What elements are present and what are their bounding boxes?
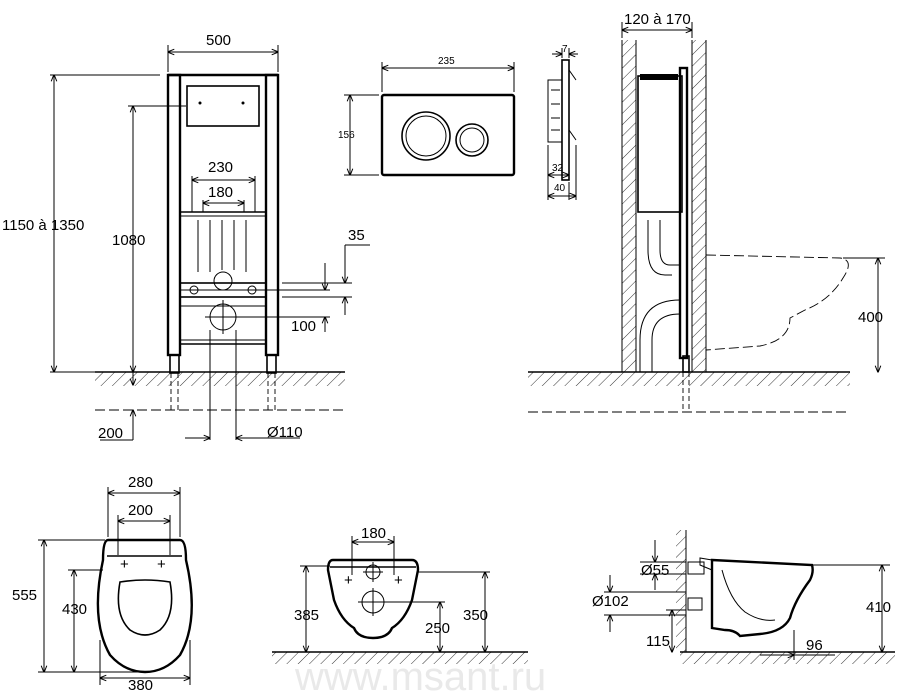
dim-250: 250	[425, 620, 450, 637]
dim-156: 156	[338, 130, 355, 141]
dim-35: 35	[348, 227, 365, 244]
dim-400: 400	[858, 309, 883, 326]
bowl-side-view: Ø55 Ø102 115 96 410	[592, 530, 895, 664]
flush-plate-view: 235 156	[338, 56, 516, 177]
dim-1150-1350: 1150 à 1350	[2, 217, 84, 234]
dim-180-back: 180	[361, 525, 386, 542]
svg-text:+: +	[394, 572, 403, 589]
dim-385: 385	[294, 607, 319, 624]
dim-96: 96	[806, 637, 823, 654]
dim-40: 40	[554, 183, 566, 194]
svg-text:+: +	[344, 572, 353, 589]
dim-380: 380	[128, 677, 153, 694]
dim-280: 280	[128, 474, 153, 491]
dim-430: 430	[62, 601, 87, 618]
dim-410: 410	[866, 599, 891, 616]
svg-text:+: +	[120, 556, 129, 573]
dim-dia102: Ø102	[592, 593, 629, 610]
dim-32: 32	[552, 163, 564, 174]
dim-235: 235	[438, 56, 455, 67]
dim-115: 115	[646, 633, 670, 650]
bowl-top-view: + + 280 200 555 430 380	[12, 474, 193, 694]
dim-200-top: 200	[128, 502, 153, 519]
dim-500: 500	[206, 32, 231, 49]
svg-text:+: +	[157, 556, 166, 573]
dim-1080: 1080	[112, 232, 145, 249]
dim-dia110: Ø110	[267, 424, 303, 441]
dim-7: 7	[562, 44, 568, 55]
flush-plate-side-view: 7 32 40	[548, 44, 578, 200]
dim-350: 350	[463, 607, 488, 624]
dim-120-170: 120 à 170	[624, 11, 691, 28]
dim-230: 230	[208, 159, 233, 176]
dim-100: 100	[291, 318, 316, 335]
frame-front-view: 500 1150 à 1350 1080 230 180 35 100	[2, 32, 370, 442]
dim-200: 200	[98, 425, 123, 442]
dim-dia55: Ø55	[641, 562, 669, 579]
bowl-back-view: + + 180 385 250 350	[272, 525, 528, 664]
wall-side-view: 120 à 170 400	[528, 11, 885, 413]
dim-555: 555	[12, 587, 37, 604]
dim-180: 180	[208, 184, 233, 201]
